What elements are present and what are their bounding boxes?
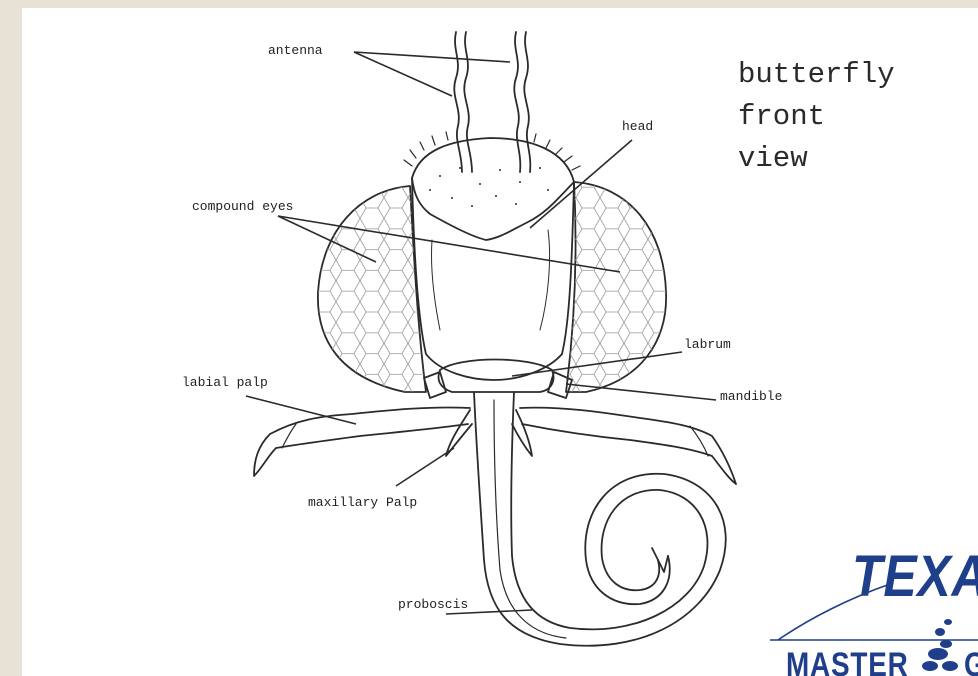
label-proboscis: proboscis (398, 598, 468, 611)
labrum (439, 360, 554, 393)
antenna-left (454, 32, 462, 172)
title-line-1: butterfly (738, 54, 895, 96)
mandible-left (424, 372, 446, 398)
diagram-frame: antenna head compound eyes labrum labial… (22, 8, 978, 676)
texas-master-gardener-logo: TEXA MASTER GA (770, 528, 978, 676)
labial-palp-left (254, 407, 470, 476)
label-antenna: antenna (268, 44, 323, 57)
antenna-right (514, 32, 520, 172)
label-maxillary-palp: maxillary Palp (308, 496, 417, 509)
maxillary-palp-right (512, 410, 532, 456)
label-labrum: labrum (684, 338, 731, 351)
logo-bottom-left-text: MASTER (786, 648, 909, 676)
maxillary-palp-left (446, 410, 472, 456)
bluebonnet-icon (922, 619, 958, 671)
logo-top-text: TEXA (852, 548, 978, 606)
logo-bottom-right-text: GA (964, 648, 978, 676)
title-line-2: front (738, 96, 895, 138)
label-compound-eyes: compound eyes (192, 200, 293, 213)
title-line-3: view (738, 138, 895, 180)
face (412, 178, 574, 380)
label-labial-palp: labial palp (182, 376, 268, 389)
label-head: head (622, 120, 653, 133)
diagram-title: butterfly front view (738, 54, 895, 180)
label-mandible: mandible (720, 390, 782, 403)
head-top (412, 138, 574, 240)
